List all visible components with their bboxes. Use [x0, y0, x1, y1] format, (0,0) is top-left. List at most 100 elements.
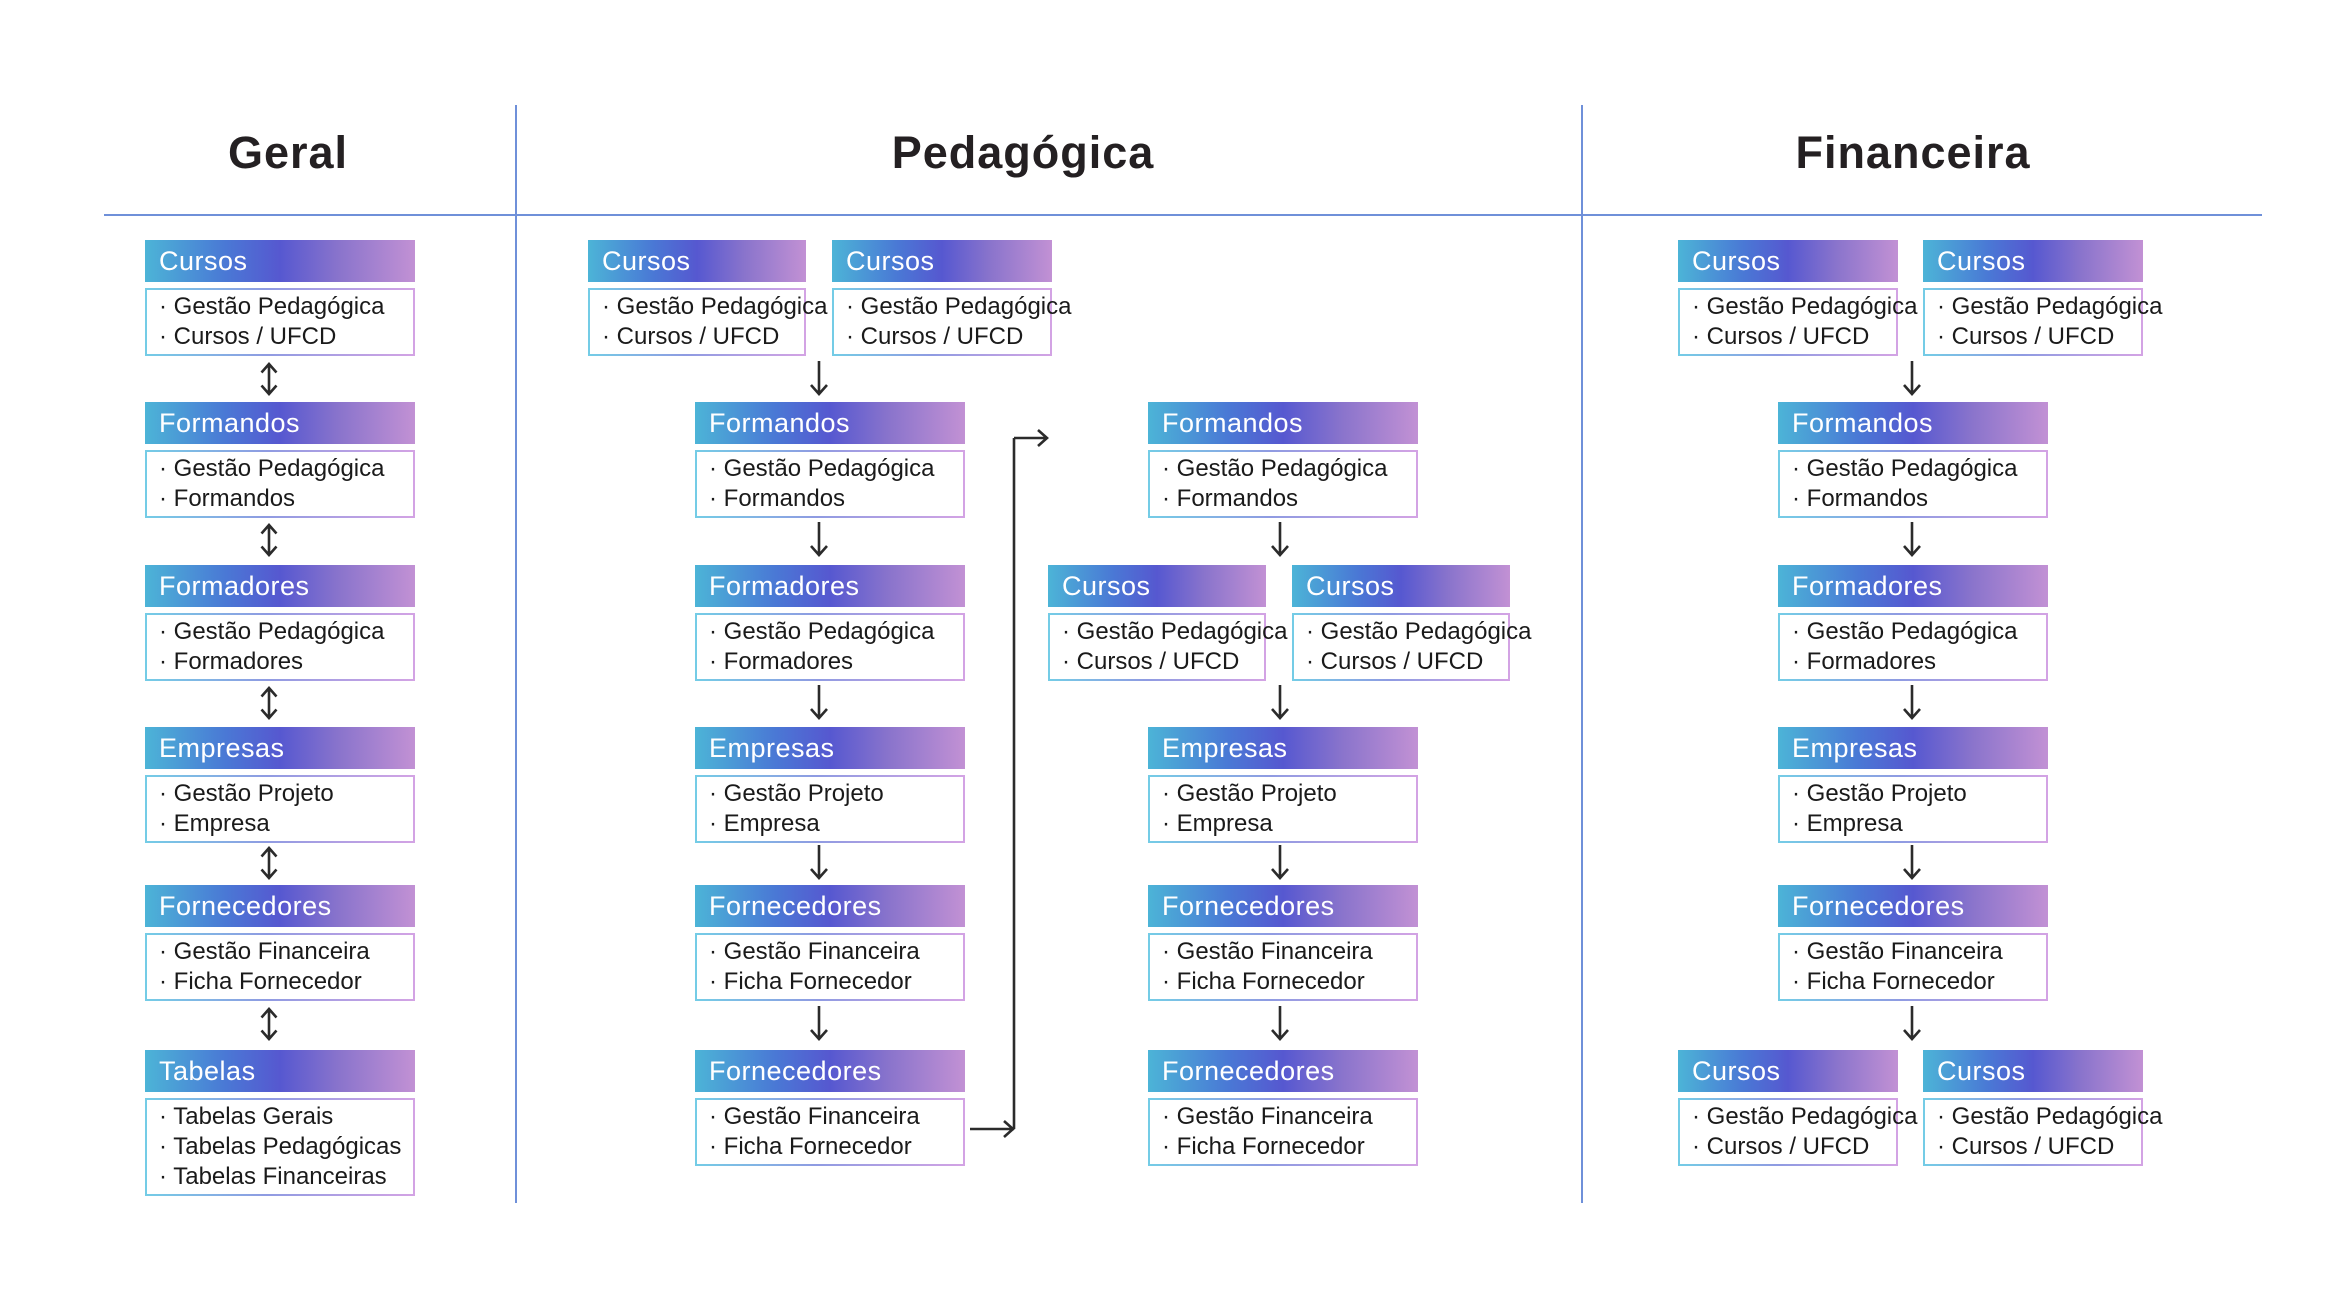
- section-title-pedagogica: Pedagógica: [891, 127, 1155, 178]
- down-arrow-icon: [1268, 684, 1292, 722]
- list-item: · Gestão Pedagógica: [159, 455, 385, 482]
- list-item: · Gestão Pedagógica: [159, 293, 385, 320]
- box-header: Formandos: [1778, 402, 2048, 444]
- list-item: · Ficha Fornecedor: [1792, 968, 1995, 995]
- pedagogica-left-formadores-box: Formadores · Gestão Pedagógica · Formado…: [695, 565, 965, 681]
- geral-cursos-box: Cursos · Gestão Pedagógica · Cursos / UF…: [145, 240, 415, 356]
- geral-fornecedores-box: Fornecedores · Gestão Financeira · Ficha…: [145, 885, 415, 1001]
- box-body: · Gestão Pedagógica · Formandos: [695, 450, 965, 518]
- financeira-cursos-top-2-box: Cursos · Gestão Pedagógica · Cursos / UF…: [1923, 240, 2163, 356]
- down-arrow-icon: [1900, 1005, 1924, 1043]
- list-item: · Tabelas Financeiras: [159, 1163, 387, 1190]
- pedagogica-left-empresas-box: Empresas · Gestão Projeto · Empresa: [695, 727, 965, 843]
- box-body: · Gestão Financeira · Ficha Fornecedor: [695, 1098, 965, 1166]
- financeira-fornecedores-box: Fornecedores · Gestão Financeira · Ficha…: [1778, 885, 2048, 1001]
- box-header: Cursos: [1678, 1050, 1898, 1092]
- list-item: · Formandos: [1162, 485, 1299, 512]
- section-title-financeira: Financeira: [1795, 127, 2031, 178]
- pedagogica-left-cursos-2-box: Cursos · Gestão Pedagógica · Cursos / UF…: [832, 240, 1071, 356]
- column-divider-right: [1581, 105, 1583, 1203]
- pedagogica-right-cursos-1-box: Cursos · Gestão Pedagógica · Cursos / UF…: [1048, 565, 1288, 681]
- geral-empresas-box: Empresas · Gestão Projeto · Empresa: [145, 727, 415, 843]
- box-body: · Gestão Pedagógica · Cursos / UFCD: [832, 288, 1071, 356]
- double-arrow-icon: [257, 521, 281, 559]
- box-body: · Gestão Pedagógica · Formadores: [145, 613, 415, 681]
- geral-formandos-box: Formandos · Gestão Pedagógica · Formando…: [145, 402, 415, 518]
- box-header: Formandos: [695, 402, 965, 444]
- list-item: · Gestão Financeira: [159, 938, 370, 965]
- box-header: Formandos: [145, 402, 415, 444]
- box-body: · Gestão Projeto · Empresa: [1778, 775, 2048, 843]
- list-item: · Tabelas Gerais: [159, 1103, 334, 1130]
- list-item: · Gestão Projeto: [1792, 780, 1967, 807]
- box-header: Fornecedores: [695, 1050, 965, 1092]
- list-item: · Gestão Pedagógica: [1306, 618, 1532, 645]
- financeira-formadores-box: Formadores · Gestão Pedagógica · Formado…: [1778, 565, 2048, 681]
- box-body: · Gestão Pedagógica · Formandos: [1148, 450, 1418, 518]
- list-item: · Gestão Pedagógica: [1062, 618, 1288, 645]
- elbow-connector: [960, 420, 1060, 1140]
- section-title-geral: Geral: [227, 127, 349, 178]
- box-body: · Gestão Pedagógica · Cursos / UFCD: [1923, 288, 2163, 356]
- list-item: · Cursos / UFCD: [159, 323, 337, 350]
- down-arrow-icon: [1900, 684, 1924, 722]
- box-header: Formandos: [1148, 402, 1418, 444]
- list-item: · Tabelas Pedagógicas: [159, 1133, 402, 1160]
- box-header: Formadores: [695, 565, 965, 607]
- box-body: · Gestão Projeto · Empresa: [695, 775, 965, 843]
- pedagogica-left-formandos-box: Formandos · Gestão Pedagógica · Formando…: [695, 402, 965, 518]
- box-body: · Gestão Financeira · Ficha Fornecedor: [145, 933, 415, 1001]
- down-arrow-icon: [1900, 521, 1924, 559]
- list-item: · Gestão Pedagógica: [709, 618, 935, 645]
- list-item: · Empresa: [1792, 810, 1903, 837]
- list-item: · Empresa: [1162, 810, 1273, 837]
- financeira-cursos-top-1-box: Cursos · Gestão Pedagógica · Cursos / UF…: [1678, 240, 1917, 356]
- list-item: · Cursos / UFCD: [846, 323, 1024, 350]
- list-item: · Ficha Fornecedor: [709, 968, 912, 995]
- list-item: · Formadores: [159, 648, 304, 675]
- list-item: · Gestão Financeira: [1162, 1103, 1373, 1130]
- list-item: · Empresa: [709, 810, 820, 837]
- geral-formadores-box: Formadores · Gestão Pedagógica · Formado…: [145, 565, 415, 681]
- list-item: · Gestão Pedagógica: [709, 455, 935, 482]
- financeira-cursos-bottom-1-box: Cursos · Gestão Pedagógica · Cursos / UF…: [1678, 1050, 1917, 1166]
- box-body: · Gestão Pedagógica · Cursos / UFCD: [1678, 288, 1917, 356]
- pedagogica-left-fornecedores-2-box: Fornecedores · Gestão Financeira · Ficha…: [695, 1050, 965, 1166]
- down-arrow-icon: [807, 360, 831, 398]
- box-body: · Gestão Pedagógica · Cursos / UFCD: [1923, 1098, 2162, 1166]
- double-arrow-icon: [257, 360, 281, 398]
- list-item: · Ficha Fornecedor: [159, 968, 362, 995]
- box-body: · Gestão Pedagógica · Formadores: [695, 613, 965, 681]
- down-arrow-icon: [807, 1005, 831, 1043]
- box-header: Fornecedores: [1778, 885, 2048, 927]
- column-divider-left: [515, 105, 517, 1203]
- list-item: · Gestão Pedagógica: [1937, 293, 2163, 320]
- box-header: Cursos: [1678, 240, 1898, 282]
- down-arrow-icon: [1268, 1005, 1292, 1043]
- box-header: Cursos: [1923, 240, 2143, 282]
- box-header: Cursos: [1048, 565, 1266, 607]
- list-item: · Cursos / UFCD: [1306, 648, 1484, 675]
- box-body: · Gestão Projeto · Empresa: [145, 775, 415, 843]
- box-body: · Gestão Pedagógica · Formandos: [1778, 450, 2048, 518]
- box-body: · Gestão Pedagógica · Cursos / UFCD: [1678, 1098, 1917, 1166]
- box-body: · Gestão Financeira · Ficha Fornecedor: [1148, 933, 1418, 1001]
- pedagogica-left-cursos-1-box: Cursos · Gestão Pedagógica · Cursos / UF…: [588, 240, 827, 356]
- down-arrow-icon: [1900, 360, 1924, 398]
- list-item: · Ficha Fornecedor: [1162, 968, 1365, 995]
- double-arrow-icon: [257, 1005, 281, 1043]
- box-header: Cursos: [1923, 1050, 2143, 1092]
- geral-tabelas-box: Tabelas · Tabelas Gerais · Tabelas Pedag…: [145, 1050, 415, 1196]
- double-arrow-icon: [257, 684, 281, 722]
- box-header: Empresas: [695, 727, 965, 769]
- list-item: · Formadores: [1792, 648, 1937, 675]
- financeira-empresas-box: Empresas · Gestão Projeto · Empresa: [1778, 727, 2048, 843]
- box-header: Empresas: [145, 727, 415, 769]
- list-item: · Gestão Financeira: [1792, 938, 2003, 965]
- financeira-formandos-box: Formandos · Gestão Pedagógica · Formando…: [1778, 402, 2048, 518]
- list-item: · Gestão Projeto: [709, 780, 884, 807]
- box-body: · Gestão Pedagógica · Formadores: [1778, 613, 2048, 681]
- down-arrow-icon: [1268, 521, 1292, 559]
- pedagogica-right-empresas-box: Empresas · Gestão Projeto · Empresa: [1148, 727, 1418, 843]
- list-item: · Cursos / UFCD: [602, 323, 780, 350]
